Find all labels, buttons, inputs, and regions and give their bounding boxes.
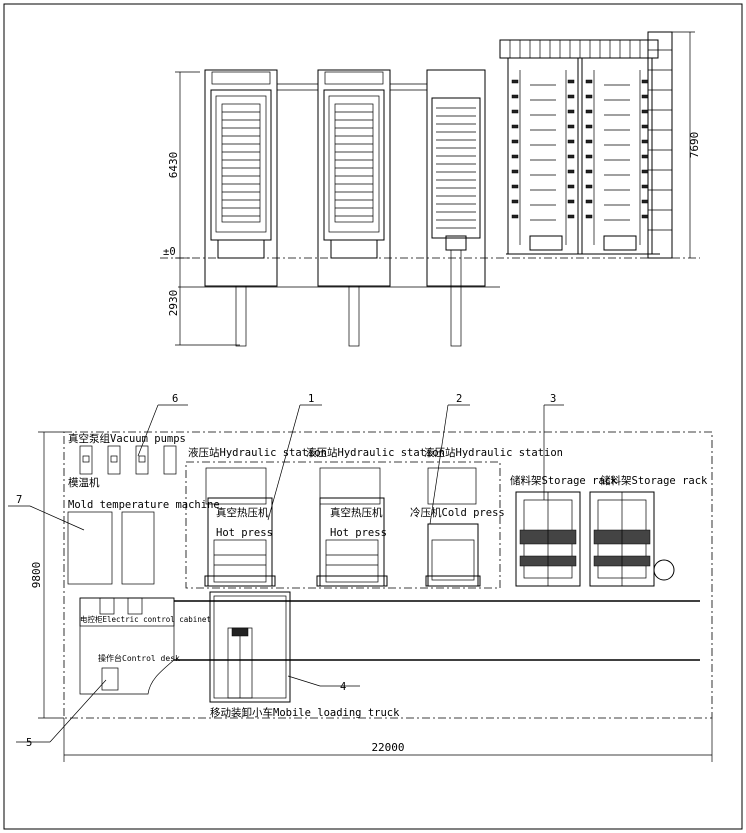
- label-electric-cabinet: 电控柜Electric control cabinet: [80, 614, 211, 624]
- electric-cabinet: [79, 597, 175, 627]
- cold-press-elevation: [426, 69, 486, 347]
- workshop-outline: [63, 431, 713, 719]
- control-desk: [101, 667, 119, 691]
- callout-2: 2: [456, 393, 462, 405]
- mold-temp-machine-2: [121, 511, 155, 585]
- press-line-area: [185, 461, 501, 589]
- dim-9800: 9800: [30, 562, 43, 589]
- callout-5: 5: [26, 737, 32, 749]
- label-hot-press-1-en: Hot press: [216, 527, 273, 539]
- label-storage-rack-2: 储料架Storage rack: [600, 474, 708, 487]
- callout-7: 7: [16, 494, 22, 506]
- elevation-view: 6430 2930 ±0: [160, 31, 701, 347]
- label-hot-press-1-cn: 真空热压机: [216, 506, 269, 519]
- cold-press-plan: [425, 523, 481, 587]
- hot-press-elevation-1: [204, 69, 278, 347]
- label-mold-temp-en: Mold temperature machine: [68, 499, 220, 511]
- dim-6430: 6430: [167, 152, 180, 179]
- storage-rack-plan-2: [589, 491, 655, 587]
- label-loading-truck: 移动装卸小车Mobile loading truck: [210, 706, 400, 719]
- callout-6: 6: [172, 393, 178, 405]
- callout-4: 4: [340, 681, 346, 693]
- label-cold-press: 冷压机Cold press: [410, 506, 505, 519]
- label-hydraulic-3: 液压站Hydraulic station: [424, 446, 563, 459]
- callout-leaders: [8, 404, 564, 743]
- label-mold-temp-cn: 模温机: [68, 476, 100, 489]
- drawing-border: [3, 3, 743, 830]
- plan-view: 9800 22000 真空泵组Vacuum pumps 模温机 Mold tem…: [8, 393, 713, 762]
- storage-rack-elevation: [499, 31, 673, 259]
- hydraulic-station-3: [427, 467, 477, 505]
- label-hot-press-2-en: Hot press: [330, 527, 387, 539]
- label-hydraulic-2: 液压站Hydraulic station: [306, 446, 445, 459]
- hot-press-plan-2: [316, 497, 388, 587]
- label-hydraulic-1: 液压站Hydraulic station: [188, 446, 327, 459]
- rack-wheel: [653, 559, 675, 581]
- label-vacuum-pumps: 真空泵组Vacuum pumps: [68, 432, 186, 445]
- hot-press-elevation-2: [317, 69, 391, 347]
- storage-rack-plan-1: [515, 491, 581, 587]
- callout-3: 3: [550, 393, 556, 405]
- dim-7690: 7690: [688, 132, 701, 159]
- vacuum-pumps: [79, 445, 177, 475]
- hydraulic-station-1: [205, 467, 267, 505]
- label-hot-press-2-cn: 真空热压机: [330, 506, 383, 519]
- callout-1: 1: [308, 393, 314, 405]
- dim-22000: 22000: [371, 741, 404, 754]
- dim-2930: 2930: [167, 290, 180, 317]
- label-control-desk: 操作台Control desk: [98, 653, 180, 663]
- zero-level-mark: ±0: [163, 246, 176, 258]
- hydraulic-station-2: [319, 467, 381, 505]
- control-area: [79, 597, 175, 695]
- mobile-loading-truck: [209, 591, 291, 703]
- hot-press-plan-1: [204, 497, 276, 587]
- label-storage-rack-1: 储料架Storage rack: [510, 474, 618, 487]
- mold-temp-machine-1: [67, 511, 113, 585]
